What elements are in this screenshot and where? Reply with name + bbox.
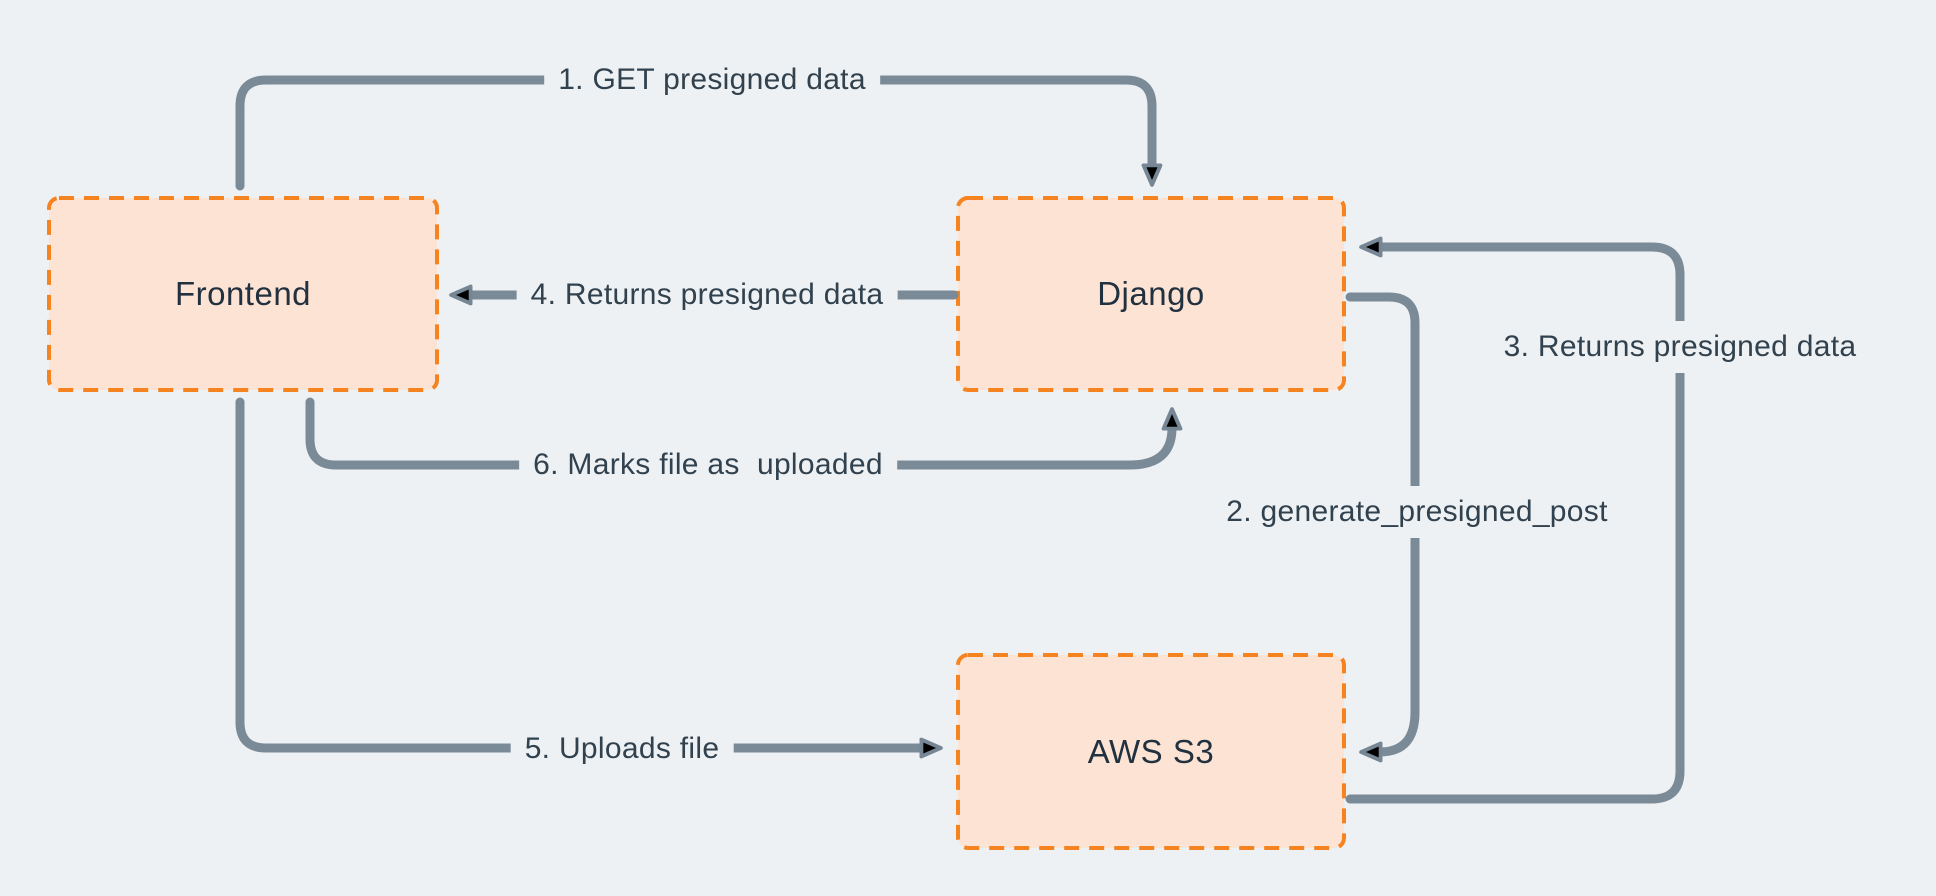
edge-label-returns-presigned-data-s3: 3. Returns presigned data	[1489, 321, 1871, 373]
edge-3-returns-presigned-data	[1345, 236, 1685, 804]
frontend-box	[47, 196, 439, 392]
frontend-node-label: Frontend	[174, 275, 312, 312]
django-node-label: Django	[1097, 275, 1205, 312]
aws-s3-box	[956, 653, 1346, 850]
edge-label-uploads-file: 5. Uploads file	[510, 729, 734, 769]
edge-5-uploads-file	[235, 397, 943, 759]
aws-s3-node-label: AWS S3	[1087, 732, 1215, 770]
edge-label-returns-presigned-data-frontend: 4. Returns presigned data	[516, 275, 898, 315]
edge-label-get-presigned-data: 1. GET presigned data	[544, 60, 880, 100]
edge-label-marks-file-uploaded: 6. Marks file as uploaded	[519, 445, 897, 485]
edge-label-generate-presigned-post: 2. generate_presigned_post	[1212, 486, 1622, 538]
